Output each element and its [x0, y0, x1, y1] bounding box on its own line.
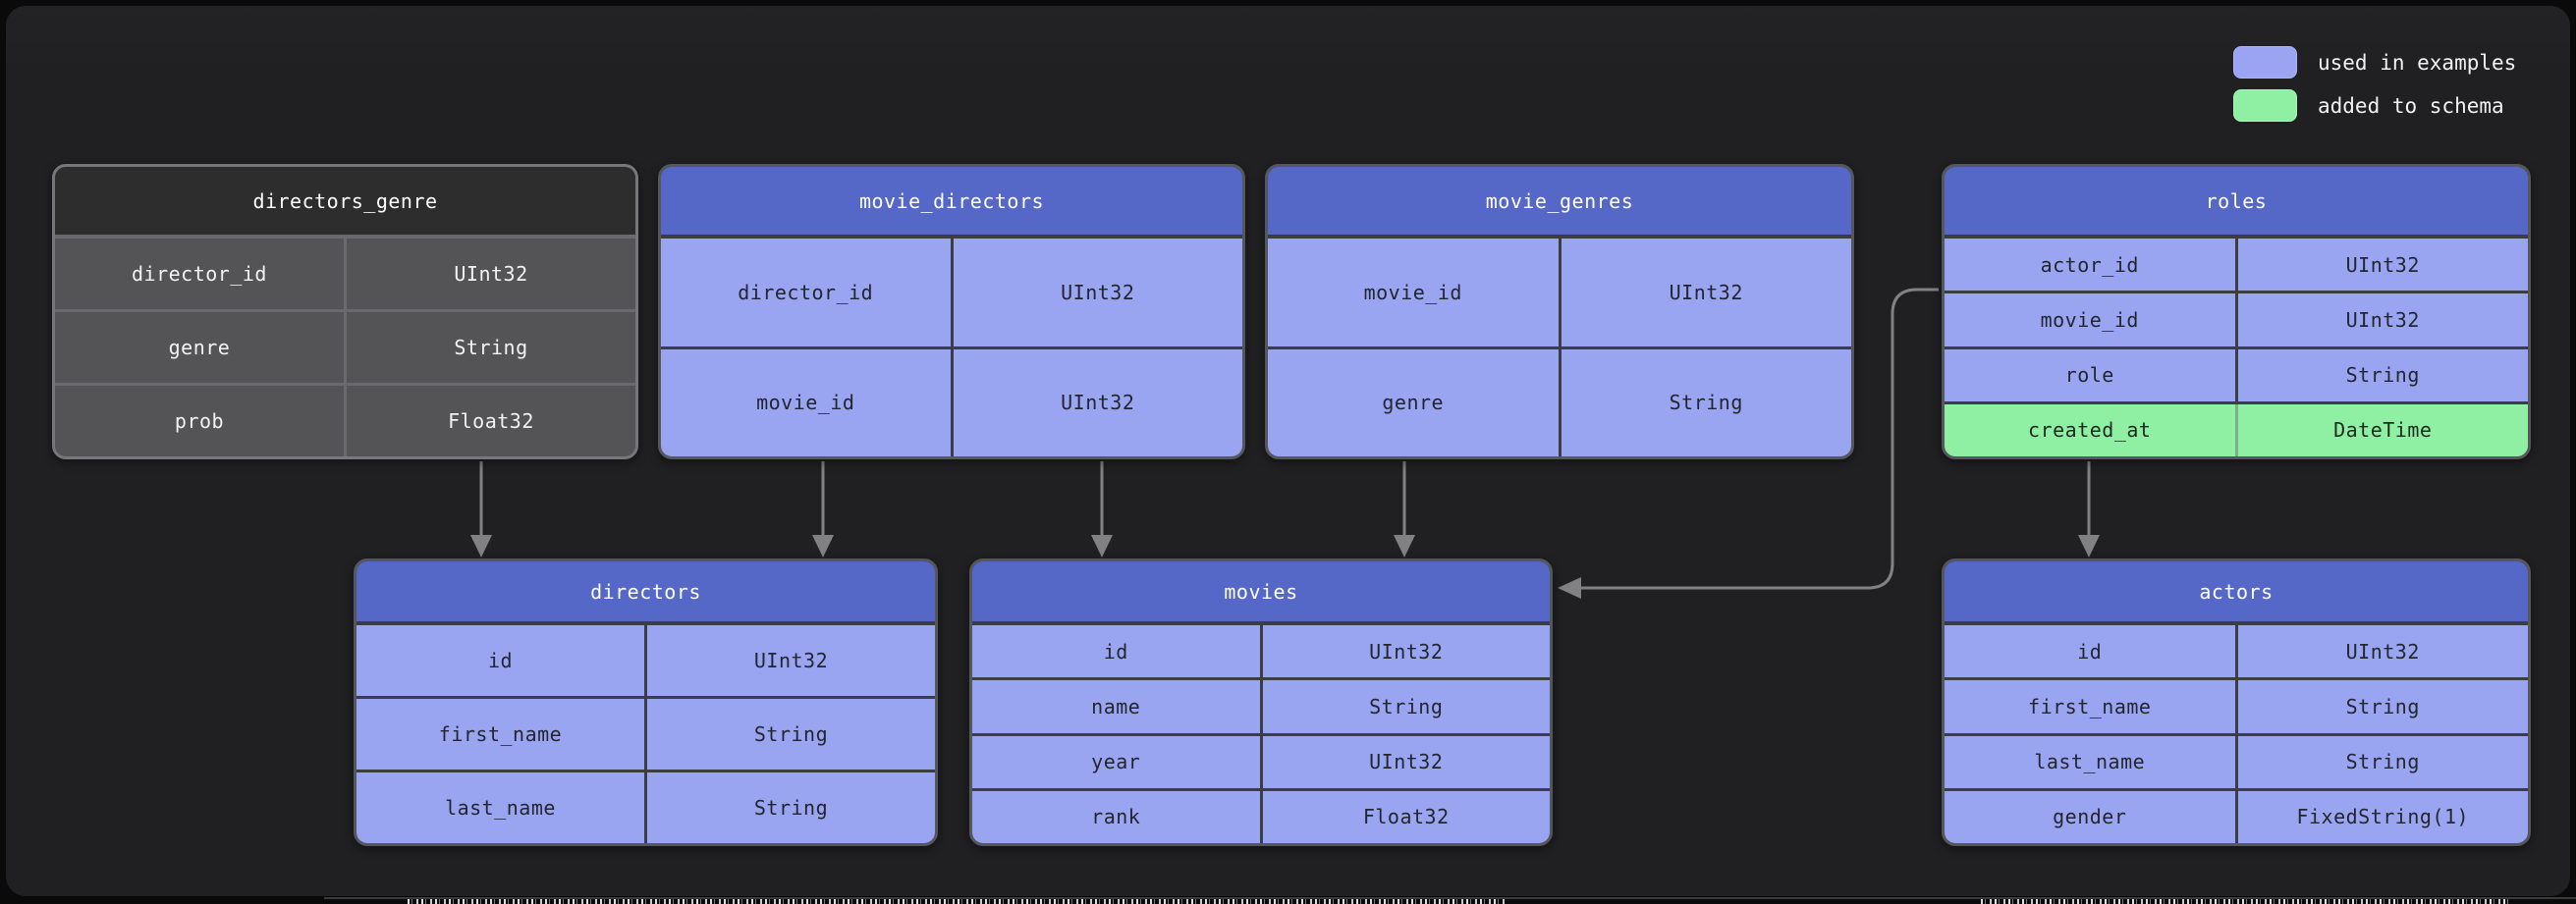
table-body: director_id UInt32 genre String prob Flo… — [55, 239, 635, 456]
field-type-cell: Float32 — [347, 386, 635, 456]
table-row: director_id UInt32 — [55, 239, 635, 309]
table-row: movie_id UInt32 — [1268, 239, 1851, 346]
field-name-cell: name — [972, 680, 1260, 733]
field-type-cell: UInt32 — [647, 625, 935, 696]
table-row: first_name String — [356, 699, 935, 770]
field-name-cell: gender — [1945, 790, 2235, 843]
table-movies: movies id UInt32 name String year UInt32… — [969, 558, 1553, 846]
background-window-text-sliver — [1981, 899, 2511, 904]
field-type-cell: UInt32 — [2237, 239, 2528, 292]
field-type-cell: Float32 — [1262, 790, 1550, 843]
table-actors: actors id UInt32 first_name String last_… — [1942, 558, 2531, 846]
legend-label: added to schema — [2318, 93, 2504, 118]
field-type-cell: String — [647, 772, 935, 843]
field-type-cell: String — [2237, 735, 2528, 788]
table-body: actor_id UInt32 movie_id UInt32 role Str… — [1945, 239, 2528, 456]
legend-swatch-blue — [2233, 46, 2297, 79]
field-type-cell: String — [647, 699, 935, 770]
field-type-cell: UInt32 — [2237, 293, 2528, 346]
table-header: directors — [356, 561, 935, 621]
field-type-cell: String — [2237, 348, 2528, 401]
field-name-cell: actor_id — [1945, 239, 2235, 292]
table-body: id UInt32 first_name String last_name St… — [1945, 625, 2528, 843]
table-row: id UInt32 — [972, 625, 1550, 678]
table-header: actors — [1945, 561, 2528, 621]
table-movie_directors: movie_directors director_id UInt32 movie… — [658, 164, 1245, 459]
field-type-cell: UInt32 — [1262, 735, 1550, 788]
table-row: last_name String — [356, 772, 935, 843]
field-type-cell: UInt32 — [1561, 239, 1851, 346]
field-name-cell: movie_id — [1268, 239, 1559, 346]
table-header: movie_genres — [1268, 167, 1851, 235]
table-row: id UInt32 — [1945, 625, 2528, 678]
table-row: actor_id UInt32 — [1945, 239, 2528, 292]
table-row: last_name String — [1945, 735, 2528, 788]
field-type-cell: String — [2237, 680, 2528, 733]
field-name-cell: director_id — [661, 239, 951, 346]
field-name-cell: id — [1945, 625, 2235, 678]
legend-label: used in examples — [2318, 50, 2517, 75]
field-name-cell: id — [356, 625, 644, 696]
table-row: id UInt32 — [356, 625, 935, 696]
table-row: prob Float32 — [55, 386, 635, 456]
table-row: gender FixedString(1) — [1945, 790, 2528, 843]
table-directors_genre: directors_genre director_id UInt32 genre… — [52, 164, 638, 459]
field-name-cell: movie_id — [1945, 293, 2235, 346]
table-header: movies — [972, 561, 1550, 621]
field-name-cell: last_name — [356, 772, 644, 843]
field-type-cell: String — [347, 312, 635, 383]
field-name-cell: year — [972, 735, 1260, 788]
table-row: rank Float32 — [972, 790, 1550, 843]
field-type-cell: UInt32 — [953, 239, 1242, 346]
field-type-cell: UInt32 — [347, 239, 635, 309]
field-name-cell: role — [1945, 348, 2235, 401]
field-name-cell: id — [972, 625, 1260, 678]
legend-item-used-in-examples: used in examples — [2233, 46, 2528, 79]
background-window-text-sliver — [408, 899, 1507, 904]
field-name-cell: last_name — [1945, 735, 2235, 788]
table-body: id UInt32 name String year UInt32 rank F… — [972, 625, 1550, 843]
field-name-cell: movie_id — [661, 348, 951, 456]
field-type-cell: UInt32 — [1262, 625, 1550, 678]
table-row: movie_id UInt32 — [661, 348, 1242, 456]
table-row: year UInt32 — [972, 735, 1550, 788]
table-directors: directors id UInt32 first_name String la… — [354, 558, 938, 846]
field-type-cell: String — [1561, 348, 1851, 456]
field-name-cell: genre — [1268, 348, 1559, 456]
field-type-cell: FixedString(1) — [2237, 790, 2528, 843]
table-row: director_id UInt32 — [661, 239, 1242, 346]
panel-bottom-edge — [324, 897, 2576, 899]
table-body: director_id UInt32 movie_id UInt32 — [661, 239, 1242, 456]
table-row: first_name String — [1945, 680, 2528, 733]
field-type-cell: DateTime — [2237, 403, 2528, 456]
table-header: roles — [1945, 167, 2528, 235]
table-header: directors_genre — [55, 167, 635, 235]
table-movie_genres: movie_genres movie_id UInt32 genre Strin… — [1265, 164, 1854, 459]
table-header: movie_directors — [661, 167, 1242, 235]
field-type-cell: String — [1262, 680, 1550, 733]
field-name-cell: prob — [55, 386, 344, 456]
table-row: movie_id UInt32 — [1945, 293, 2528, 346]
field-name-cell: genre — [55, 312, 344, 383]
table-roles: roles actor_id UInt32 movie_id UInt32 ro… — [1942, 164, 2531, 459]
field-name-cell: rank — [972, 790, 1260, 843]
table-row: name String — [972, 680, 1550, 733]
field-name-cell: director_id — [55, 239, 344, 309]
table-body: movie_id UInt32 genre String — [1268, 239, 1851, 456]
field-name-cell: first_name — [356, 699, 644, 770]
table-row-added-to-schema: created_at DateTime — [1945, 403, 2528, 456]
table-row: role String — [1945, 348, 2528, 401]
legend-swatch-green — [2233, 89, 2297, 122]
legend-item-added-to-schema: added to schema — [2233, 89, 2528, 122]
table-row: genre String — [55, 312, 635, 383]
field-type-cell: UInt32 — [953, 348, 1242, 456]
field-name-cell: first_name — [1945, 680, 2235, 733]
table-row: genre String — [1268, 348, 1851, 456]
table-body: id UInt32 first_name String last_name St… — [356, 625, 935, 843]
legend: used in examples added to schema — [2233, 46, 2528, 133]
field-name-cell: created_at — [1945, 403, 2235, 456]
field-type-cell: UInt32 — [2237, 625, 2528, 678]
